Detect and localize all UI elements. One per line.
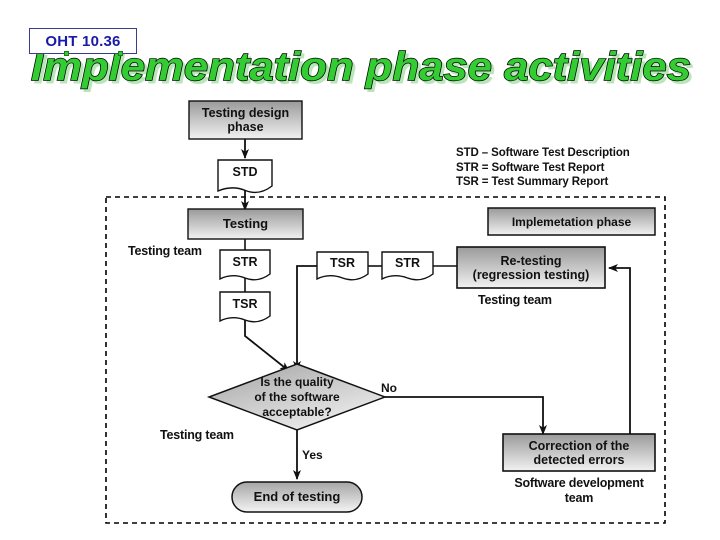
selection-handle-left[interactable] [64,51,69,56]
node-str-mid-document [381,251,434,281]
node-tsr-left-document [219,291,271,323]
node-decision-quality [206,363,388,431]
node-correction-errors [502,433,656,472]
oht-slide-number-label: OHT 10.36 [45,32,121,50]
node-testing-design-phase [188,100,303,140]
node-implementation-phase-tag [487,207,656,236]
node-retesting [456,246,606,289]
role-dev-team-line2: team [564,491,594,505]
implementation-phase-boundary [105,196,666,524]
edge-no-to-correction [385,396,547,435]
oht-slide-number-badge: OHT 10.36 [29,28,137,54]
node-tsr-mid-document [316,251,369,281]
branch-label-yes: Yes [302,448,323,462]
role-dev-team-line1: Software development [514,476,644,490]
role-software-development-team: Software development team [502,476,656,506]
selection-handle-right[interactable] [118,51,123,56]
page-title: Implementation phase activities Implemen… [28,45,698,93]
node-std-document [217,159,273,194]
abbreviation-legend: STD – Software Test Description STR = So… [456,146,630,190]
edge-correction-to-retesting [608,264,631,434]
role-testing-team-decision: Testing team [160,428,234,442]
branch-label-no: No [381,381,397,395]
edge-retest-results-to-decision [293,265,317,371]
page-title-text: Implementation phase activities [31,45,691,89]
legend-line-tsr: TSR = Test Summary Report [456,176,609,188]
legend-line-std: STD – Software Test Description [456,147,630,159]
node-end-of-testing [231,481,363,513]
edge-tsr-left-to-decision [244,320,290,372]
legend-line-str: STR = Software Test Report [456,161,605,174]
node-str-left-document [219,249,271,281]
role-testing-team-left: Testing team [128,244,202,258]
node-testing [187,208,304,240]
role-testing-team-retesting: Testing team [478,293,552,307]
page-title-shadow: Implementation phase activities [34,48,694,92]
